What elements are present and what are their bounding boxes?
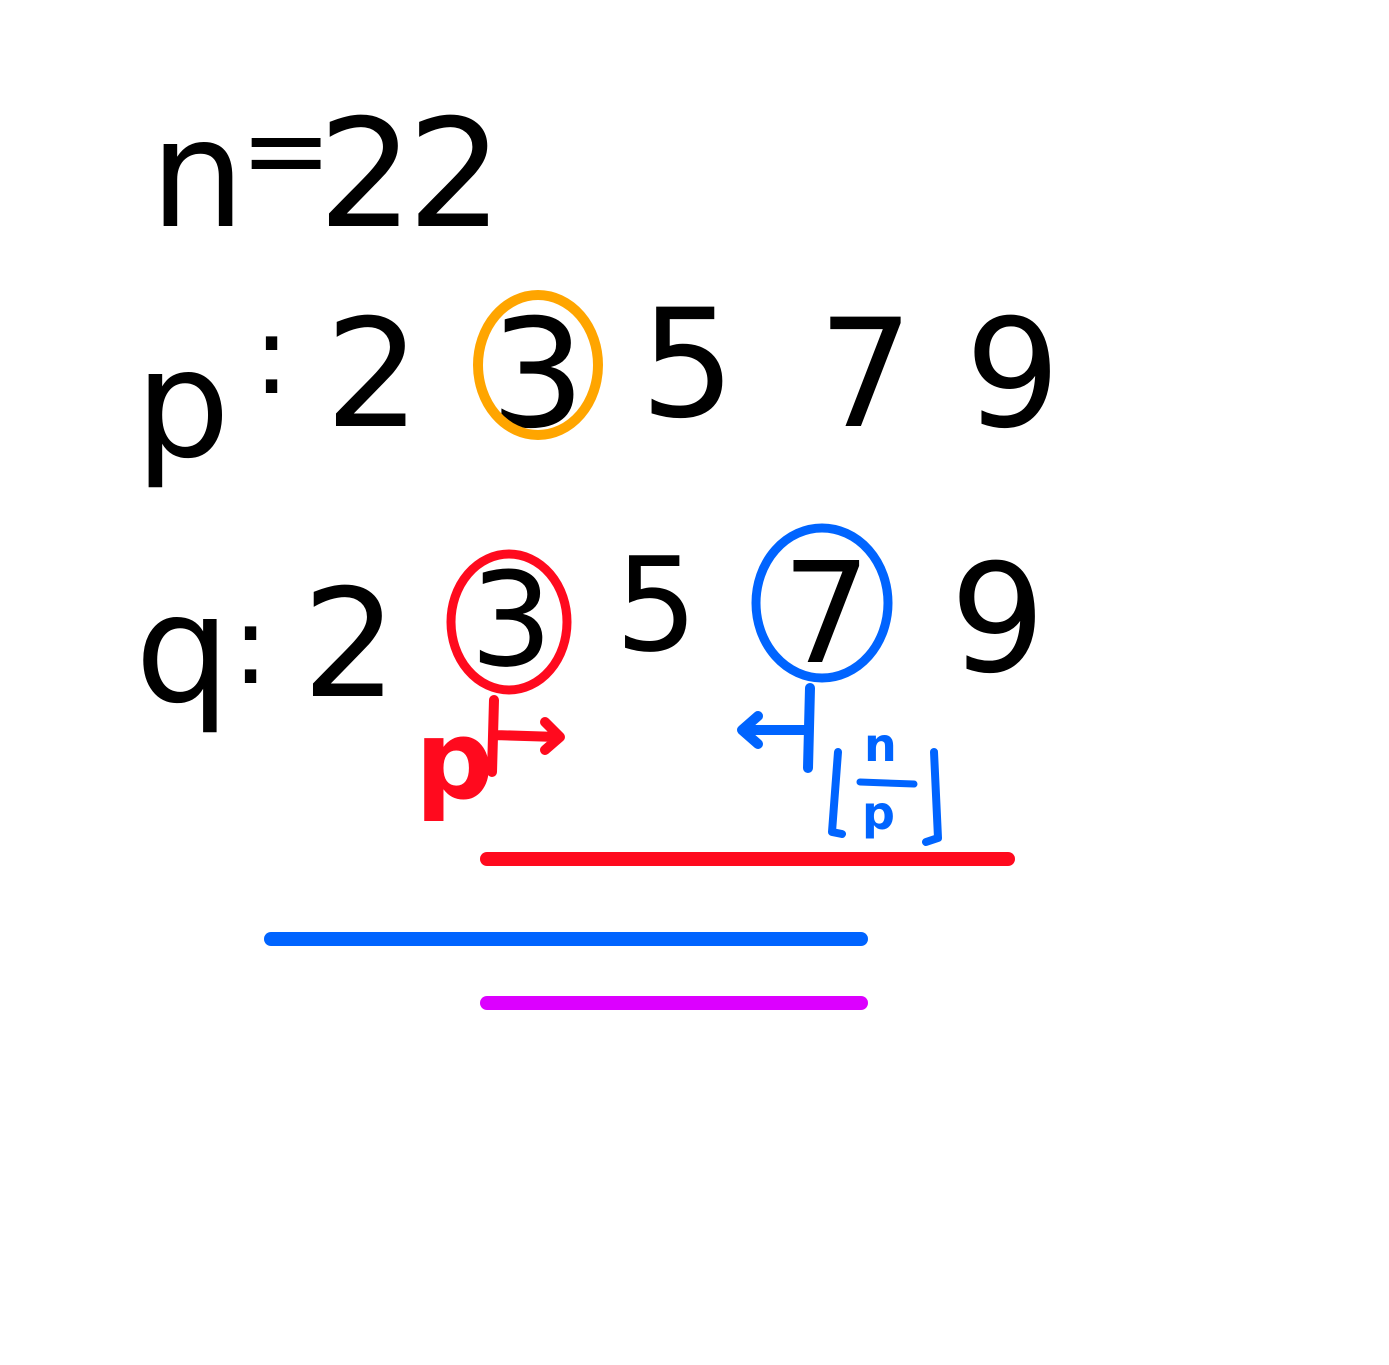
orange-highlight-circle [473, 290, 603, 440]
p-row-value-5: 5 [640, 278, 736, 452]
q-row-value-5: 5 [615, 529, 698, 681]
floor-bracket-right [922, 748, 942, 846]
red-highlight-circle [446, 549, 572, 695]
p-row-label: p [135, 318, 231, 492]
q-row-label: q [135, 563, 231, 737]
red-right-arrow-icon [487, 695, 565, 777]
fraction-bar [856, 778, 918, 788]
p-row-value-2: 2 [325, 288, 421, 462]
p-row-colon: : [253, 291, 291, 419]
floor-bracket-left [828, 748, 846, 838]
n-value: 22 [318, 88, 503, 262]
fraction-numerator: n [864, 718, 897, 772]
q-row-value-9: 9 [950, 533, 1046, 707]
blue-left-arrow-icon [737, 683, 815, 773]
q-row-value-7: 7 [782, 533, 872, 696]
q-row-value-2: 2 [302, 558, 398, 732]
fraction-denominator: p [862, 786, 895, 840]
red-p-label: p [415, 696, 494, 824]
n-variable: n [150, 88, 246, 262]
n-equals-sign: = [240, 86, 333, 214]
q-row-value-3: 3 [470, 544, 553, 696]
q-row-colon: : [232, 581, 270, 709]
blue-highlight-circle [751, 523, 893, 683]
p-row-value-9: 9 [965, 288, 1061, 462]
p-row-value-7: 7 [818, 288, 914, 462]
